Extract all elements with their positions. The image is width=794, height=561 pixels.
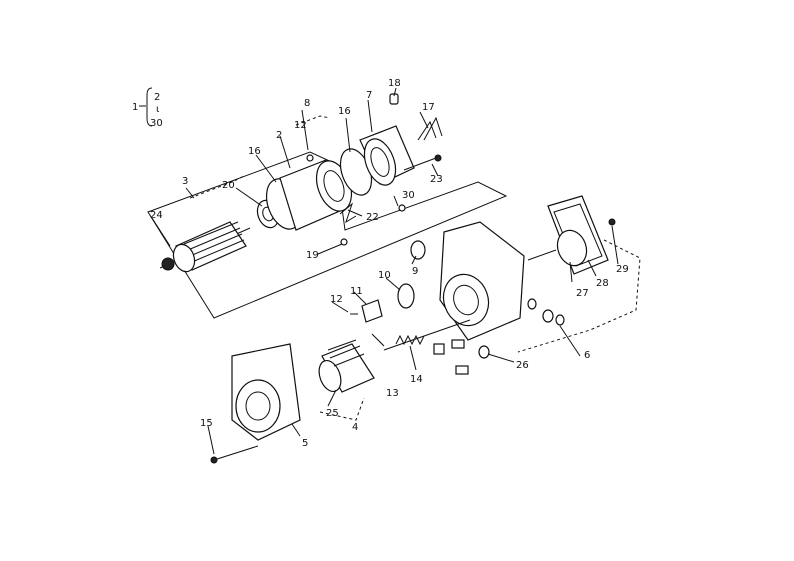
- screw-19-part: [340, 238, 348, 246]
- armature-part: [159, 221, 251, 273]
- housing-bolt-part: [213, 445, 259, 461]
- screw-12-part: [306, 154, 314, 162]
- callout-19: 19: [306, 250, 319, 261]
- callout-28: 28: [596, 278, 609, 289]
- callout-8: 8: [304, 98, 310, 109]
- callout-30: 30: [402, 190, 415, 201]
- callout-5: 5: [302, 438, 308, 449]
- callout-14: 14: [410, 374, 423, 385]
- callout-4: 4: [352, 422, 358, 433]
- yoke-part: [265, 159, 353, 231]
- legend-group: 1 2 ɩ 30: [132, 87, 163, 129]
- spring-part: [395, 334, 425, 346]
- legend-member-1: 2: [154, 92, 160, 103]
- gear-10-part: [397, 283, 415, 309]
- callout-6: 6: [584, 350, 590, 361]
- rear-cover-part: [359, 125, 415, 186]
- group-bracket-4: [319, 397, 365, 421]
- callout-20: 20: [222, 180, 235, 191]
- gear-housing-part: [439, 221, 525, 341]
- callout-22: 22: [366, 212, 379, 223]
- pinion-drive-part: [318, 339, 375, 393]
- callout-11: 11: [350, 286, 363, 297]
- gear-9-part: [410, 240, 426, 260]
- callout-17: 17: [422, 102, 435, 113]
- callout-26: 26: [516, 360, 529, 371]
- callout-12b: 12: [330, 294, 343, 305]
- callout-15: 15: [200, 418, 213, 429]
- leader-lines: [151, 87, 619, 455]
- callout-13: 13: [386, 388, 399, 399]
- group-bracket-6: [517, 239, 641, 353]
- callout-18: 18: [388, 78, 401, 89]
- assembly-boundary: [147, 151, 508, 319]
- bearing-cover-part: [527, 195, 616, 275]
- callout-2: 2: [276, 130, 282, 141]
- callout-3: 3: [182, 176, 188, 187]
- shaft-part: [383, 319, 471, 351]
- callout-23: 23: [430, 174, 443, 185]
- callout-16b: 16: [338, 106, 351, 117]
- through-bolt-part: [403, 157, 437, 171]
- svg-text:ɩ: ɩ: [156, 104, 160, 115]
- callout-10: 10: [378, 270, 391, 281]
- shift-lever-part: [361, 299, 383, 323]
- callout-9: 9: [412, 266, 418, 277]
- legend-member-3: 30: [150, 118, 163, 129]
- front-housing-part: [231, 343, 301, 441]
- callout-25: 25: [326, 408, 339, 419]
- callout-29: 29: [616, 264, 629, 275]
- callout-24: 24: [150, 210, 163, 221]
- terminal-clips-part: [417, 116, 443, 141]
- brush-spring-part: [339, 202, 357, 224]
- group-bracket-3: [189, 175, 245, 199]
- callout-27: 27: [576, 288, 589, 299]
- legend-group-number: 1: [132, 102, 138, 113]
- washer-set-part: [433, 298, 565, 375]
- callout-7: 7: [366, 90, 372, 101]
- callout-12a: 12: [294, 120, 307, 131]
- callout-16a: 16: [248, 146, 261, 157]
